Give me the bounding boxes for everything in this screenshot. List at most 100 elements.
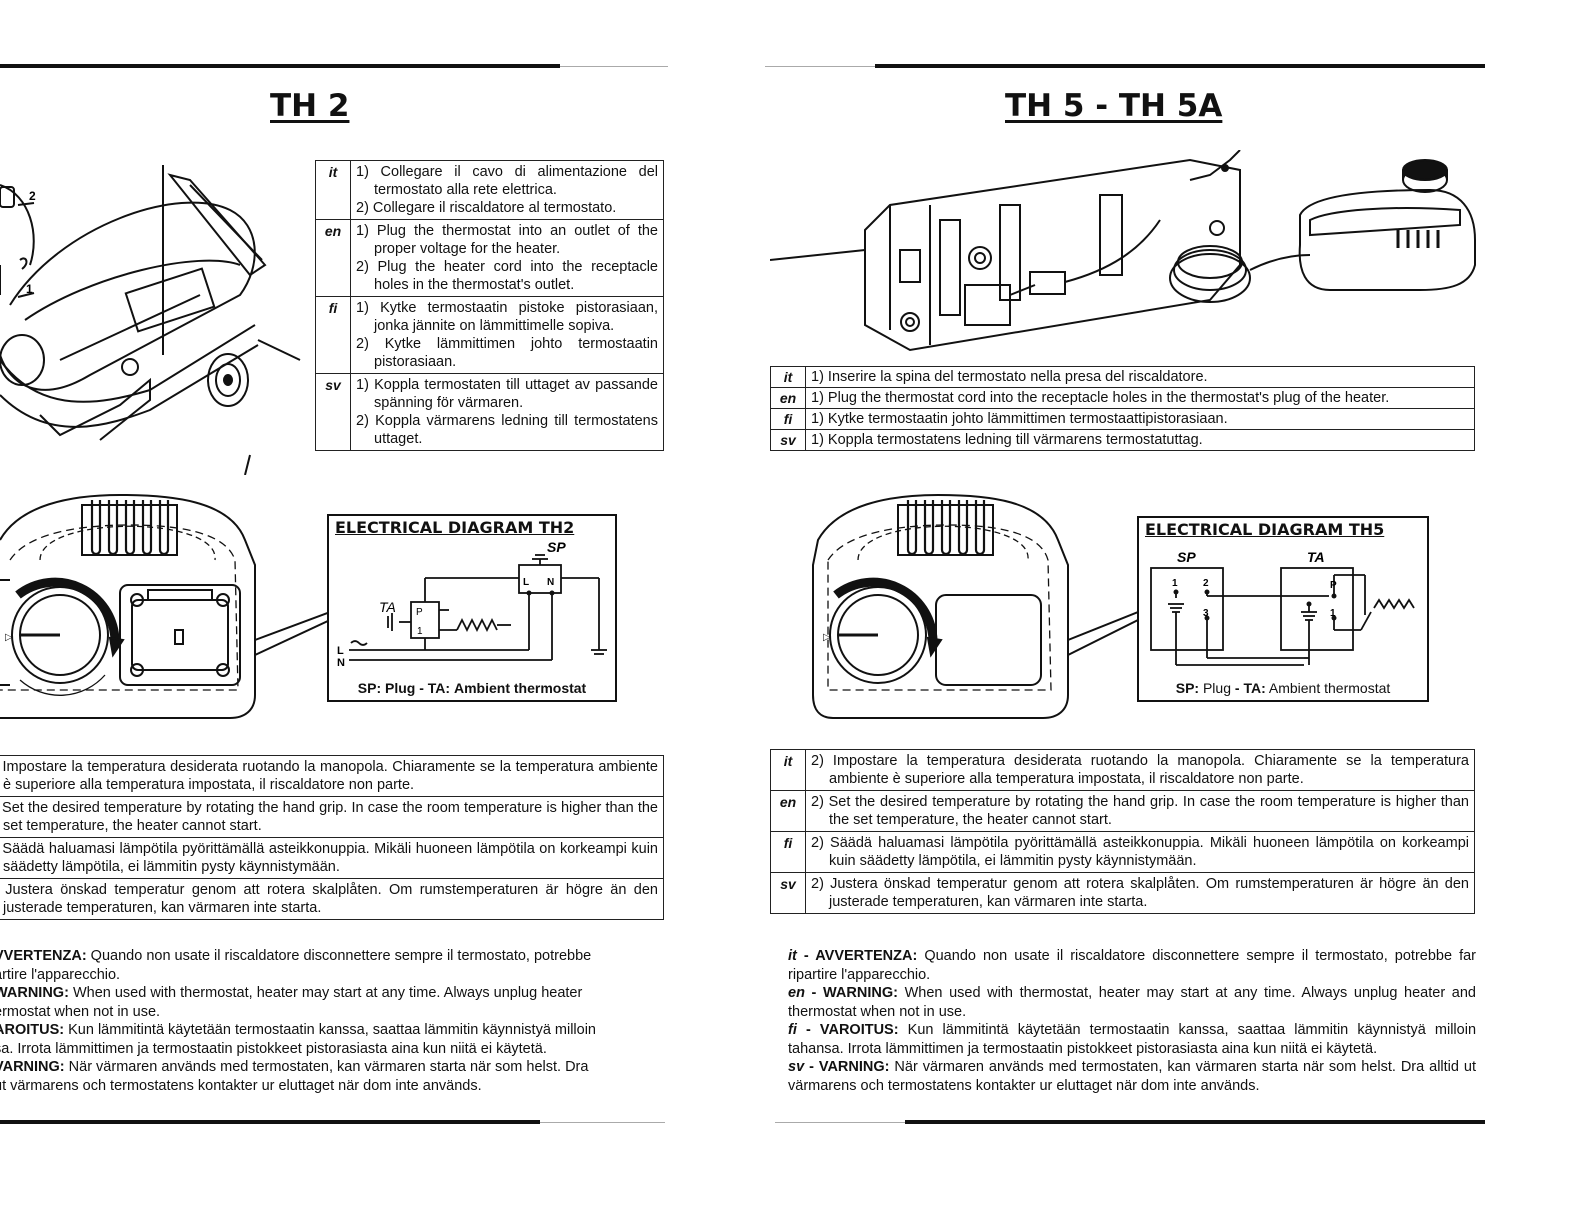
language-code: sv (770, 872, 806, 914)
electrical-diagram-th2-caption: SP: Plug - TA: Ambient thermostat (357, 680, 587, 696)
instruction-cell: 1) Kytke termostaatin johto lämmittimen … (805, 408, 1475, 430)
electrical-diagram-th5-caption: SP: Plug - TA: Ambient thermostat (1175, 680, 1391, 696)
instruction-cell: 1) Koppla termostatens ledning till värm… (805, 429, 1475, 451)
svg-text:▷: ▷ (5, 632, 13, 643)
instruction-step: 2) Collegare il riscaldatore al termosta… (356, 200, 617, 216)
electrical-diagram-th5: ELECTRICAL DIAGRAM TH5 SP TA 1 (1137, 516, 1429, 702)
bottom-rule-right-fade (775, 1122, 905, 1123)
top-rule-right-fade (765, 66, 875, 67)
label-1-sp-th5: 1 (1172, 578, 1178, 589)
label-n-line-th2: N (337, 657, 345, 669)
instruction-step: 1) Collegare il cavo di alimentazione de… (356, 164, 658, 198)
warning-fi-th5: fi - VAROITUS: Kun lämmitintä käytetään … (788, 1022, 1477, 1057)
instruction-cell: 1) Kytke termostaatin pistoke pistorasia… (350, 296, 664, 374)
bottom-rule-left-fade (540, 1122, 665, 1123)
language-code: en (315, 219, 351, 297)
label-l-line-th2: L (337, 645, 344, 657)
language-code: it (770, 366, 806, 388)
bottom-rule-left (0, 1120, 540, 1124)
electrical-diagram-th2-title: ELECTRICAL DIAGRAM TH2 (335, 518, 575, 537)
language-code: en (770, 790, 806, 832)
page-title-th5: TH 5 - TH 5A (1005, 88, 1223, 124)
step3-fi: 3) Säädä haluamasi lämpötila pyörittämäl… (0, 838, 664, 879)
instruction-step: 2) Plug the heater cord into the recepta… (356, 259, 658, 293)
heater-illustration: 2 1 (0, 165, 301, 475)
instruction-step: 1) Plug the thermostat into an outlet of… (356, 223, 658, 257)
warning-it-th2: VVERTENZA: Quando non usate il riscaldat… (0, 948, 592, 964)
step3-block-th2: 3) Impostare la temperatura desiderata r… (0, 755, 664, 920)
electrical-diagram-th2: ELECTRICAL DIAGRAM TH2 SP TA (327, 514, 617, 702)
instruction-cell: 2) Säädä haluamasi lämpötila pyörittämäl… (805, 831, 1475, 873)
label-p-th5: P (1330, 580, 1337, 591)
warnings-th2: VVERTENZA: Quando non usate il riscaldat… (0, 947, 674, 1095)
label-3-th5: 3 (1203, 608, 1209, 619)
instruction-step: 1) Koppla termostaten till uttaget av pa… (356, 377, 658, 411)
label-sp-th2: SP (547, 540, 566, 555)
electrical-schematic-th5: SP TA 1 2 3 P 1 (1150, 549, 1415, 666)
thermostat-th2-illustration: ▷ (0, 493, 330, 719)
top-rule-left (0, 64, 560, 68)
step3-en: 3) Set the desired temperature by rotati… (0, 797, 664, 838)
svg-text:▷: ▷ (823, 632, 831, 643)
instruction-step: 2) Set the desired temperature by rotati… (811, 794, 1469, 828)
label-ta-th5: TA (1307, 549, 1325, 565)
step3-sv: 3) Justera önskad temperatur genom att r… (0, 879, 664, 920)
language-code: en (770, 387, 806, 409)
warning-en-th5: en - WARNING: When used with thermostat,… (788, 985, 1476, 1020)
thermostat-th5-illustration: ▷ (812, 493, 1138, 719)
warning-sv-th5: sv - VARNING: När värmaren används med t… (788, 1059, 1476, 1094)
warnings-th5: it - AVVERTENZA: Quando non usate il ris… (788, 947, 1476, 1095)
step3-it: 3) Impostare la temperatura desiderata r… (0, 755, 664, 797)
label-ta-th2: TA (379, 599, 396, 615)
language-code: it (315, 160, 351, 220)
language-code: sv (770, 429, 806, 451)
electrical-schematic-th2: SP TA P 1 L N L N (337, 540, 607, 669)
language-code: fi (770, 408, 806, 430)
instruction-cell: 2) Justera önskad temperatur genom att r… (805, 872, 1475, 914)
language-code: fi (315, 296, 351, 374)
instruction-step: 2) Säädä haluamasi lämpötila pyörittämäl… (811, 835, 1469, 869)
language-code: sv (315, 373, 351, 451)
label-2-th5: 2 (1203, 578, 1209, 589)
label-1-ta-th5: 1 (1330, 608, 1336, 619)
instruction-cell: 1) Inserire la spina del termostato nell… (805, 366, 1475, 388)
page-title-th2: TH 2 (270, 88, 350, 124)
instruction-step: 2) Impostare la temperatura desiderata r… (811, 753, 1469, 787)
warning-en-th2: WARNING: When used with thermostat, heat… (0, 985, 583, 1001)
instruction-cell: 1) Plug the thermostat into an outlet of… (350, 219, 664, 297)
instruction-step: 2) Kytke lämmittimen johto termostaatin … (356, 336, 658, 370)
figure-label-1: 1 (26, 282, 33, 296)
warning-fi-th2: AROITUS: Kun lämmitintä käytetään termos… (0, 1022, 596, 1038)
top-rule-left-fade (560, 66, 668, 67)
bottom-rule-right (905, 1120, 1485, 1124)
label-sp-th5: SP (1177, 549, 1196, 565)
top-rule-right (875, 64, 1485, 68)
instruction-step: 2) Justera önskad temperatur genom att r… (811, 876, 1469, 910)
label-l-pin-th2: L (523, 577, 529, 588)
warning-it-th5: it - AVVERTENZA: Quando non usate il ris… (788, 948, 1476, 983)
instruction-step: 1) Kytke termostaatin pistoke pistorasia… (356, 300, 658, 334)
label-p-th2: P (416, 607, 423, 618)
electrical-diagram-th5-title: ELECTRICAL DIAGRAM TH5 (1145, 520, 1385, 539)
figure-label-2: 2 (29, 189, 36, 203)
warning-sv-th2: VARNING: När värmaren används med termos… (0, 1059, 589, 1075)
instruction-cell: 1) Collegare il cavo di alimentazione de… (350, 160, 664, 220)
label-n-pin-th2: N (547, 577, 554, 588)
language-code: fi (770, 831, 806, 873)
instruction-step: 2) Koppla värmarens ledning till termost… (356, 413, 658, 447)
language-code: it (770, 749, 806, 791)
